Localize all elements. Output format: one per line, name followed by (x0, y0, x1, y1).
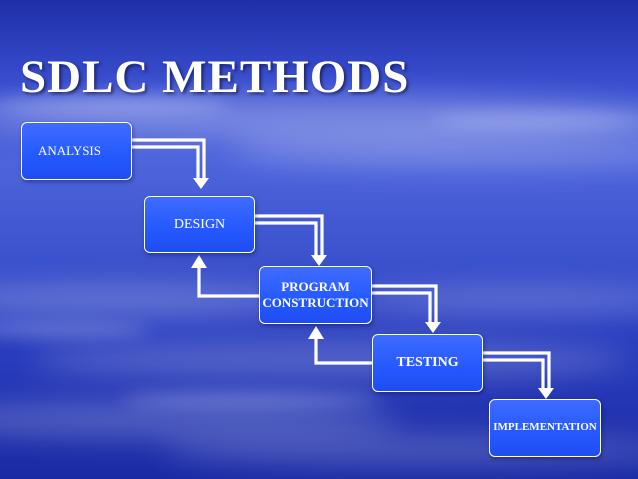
feedback-construction-to-design (191, 255, 259, 298)
step-design: DESIGN (144, 196, 255, 253)
step-implementation: IMPLEMENTATION (489, 399, 601, 457)
arrow-testing-to-implementation (483, 351, 554, 399)
step-testing: TESTING (372, 334, 483, 392)
step-analysis: ANALYSIS (21, 122, 132, 180)
arrow-design-to-construction (255, 214, 327, 266)
step-program-construction: PROGRAM CONSTRUCTION (259, 266, 372, 324)
step-analysis-label: ANALYSIS (38, 142, 101, 158)
arrow-analysis-to-design (132, 138, 209, 189)
slide-title: SDLC METHODS (20, 51, 410, 103)
step-design-label: DESIGN (173, 216, 226, 232)
step-program-construction-label: PROGRAM CONSTRUCTION (262, 278, 369, 310)
arrow-construction-to-testing (372, 284, 441, 333)
step-testing-label: TESTING (396, 355, 459, 371)
feedback-testing-to-construction (308, 326, 372, 365)
step-implementation-label: IMPLEMENTATION (493, 421, 597, 434)
